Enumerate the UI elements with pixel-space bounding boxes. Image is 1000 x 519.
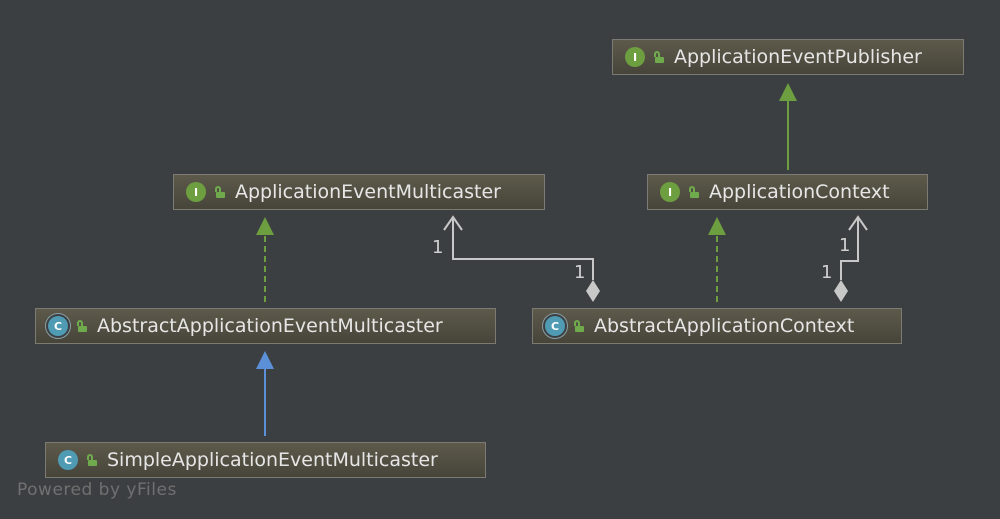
- public-lock-icon: [653, 51, 664, 63]
- public-lock-icon: [688, 186, 699, 198]
- edge-simple-extends-abstract-multicaster: [256, 351, 274, 436]
- node-label: AbstractApplicationEventMulticaster: [97, 315, 443, 337]
- node-label: SimpleApplicationEventMulticaster: [107, 449, 438, 471]
- public-lock-icon: [573, 320, 584, 332]
- abstract-class-icon: C: [48, 316, 68, 336]
- node-application-context[interactable]: I ApplicationContext: [647, 174, 928, 210]
- powered-by-footer: Powered by yFiles: [17, 480, 177, 500]
- edge-abstract-multicaster-implements: [256, 217, 274, 302]
- edge-abstract-context-implements: [708, 217, 726, 302]
- node-label: AbstractApplicationContext: [594, 315, 855, 337]
- node-abstract-application-event-multicaster[interactable]: C AbstractApplicationEventMulticaster: [35, 308, 496, 344]
- public-lock-icon: [76, 320, 87, 332]
- public-lock-icon: [86, 454, 97, 466]
- edge-context-has-parent: [834, 215, 868, 302]
- node-label: ApplicationEventPublisher: [674, 46, 922, 68]
- interface-icon: I: [660, 182, 680, 202]
- multiplicity-multicaster-source: 1: [574, 262, 586, 283]
- abstract-class-icon: C: [545, 316, 565, 336]
- node-application-event-multicaster[interactable]: I ApplicationEventMulticaster: [173, 174, 545, 210]
- node-application-event-publisher[interactable]: I ApplicationEventPublisher: [612, 39, 964, 75]
- node-label: ApplicationContext: [709, 181, 890, 203]
- node-simple-application-event-multicaster[interactable]: C SimpleApplicationEventMulticaster: [45, 442, 486, 478]
- multiplicity-multicaster-target: 1: [432, 237, 444, 258]
- multiplicity-context-target: 1: [839, 235, 851, 256]
- edge-context-extends-publisher: [779, 83, 797, 170]
- interface-icon: I: [625, 47, 645, 67]
- node-abstract-application-context[interactable]: C AbstractApplicationContext: [532, 308, 902, 344]
- class-icon: C: [58, 450, 78, 470]
- node-label: ApplicationEventMulticaster: [235, 181, 501, 203]
- public-lock-icon: [214, 186, 225, 198]
- interface-icon: I: [186, 182, 206, 202]
- edge-context-has-multicaster: [443, 215, 600, 302]
- multiplicity-context-source: 1: [821, 262, 833, 283]
